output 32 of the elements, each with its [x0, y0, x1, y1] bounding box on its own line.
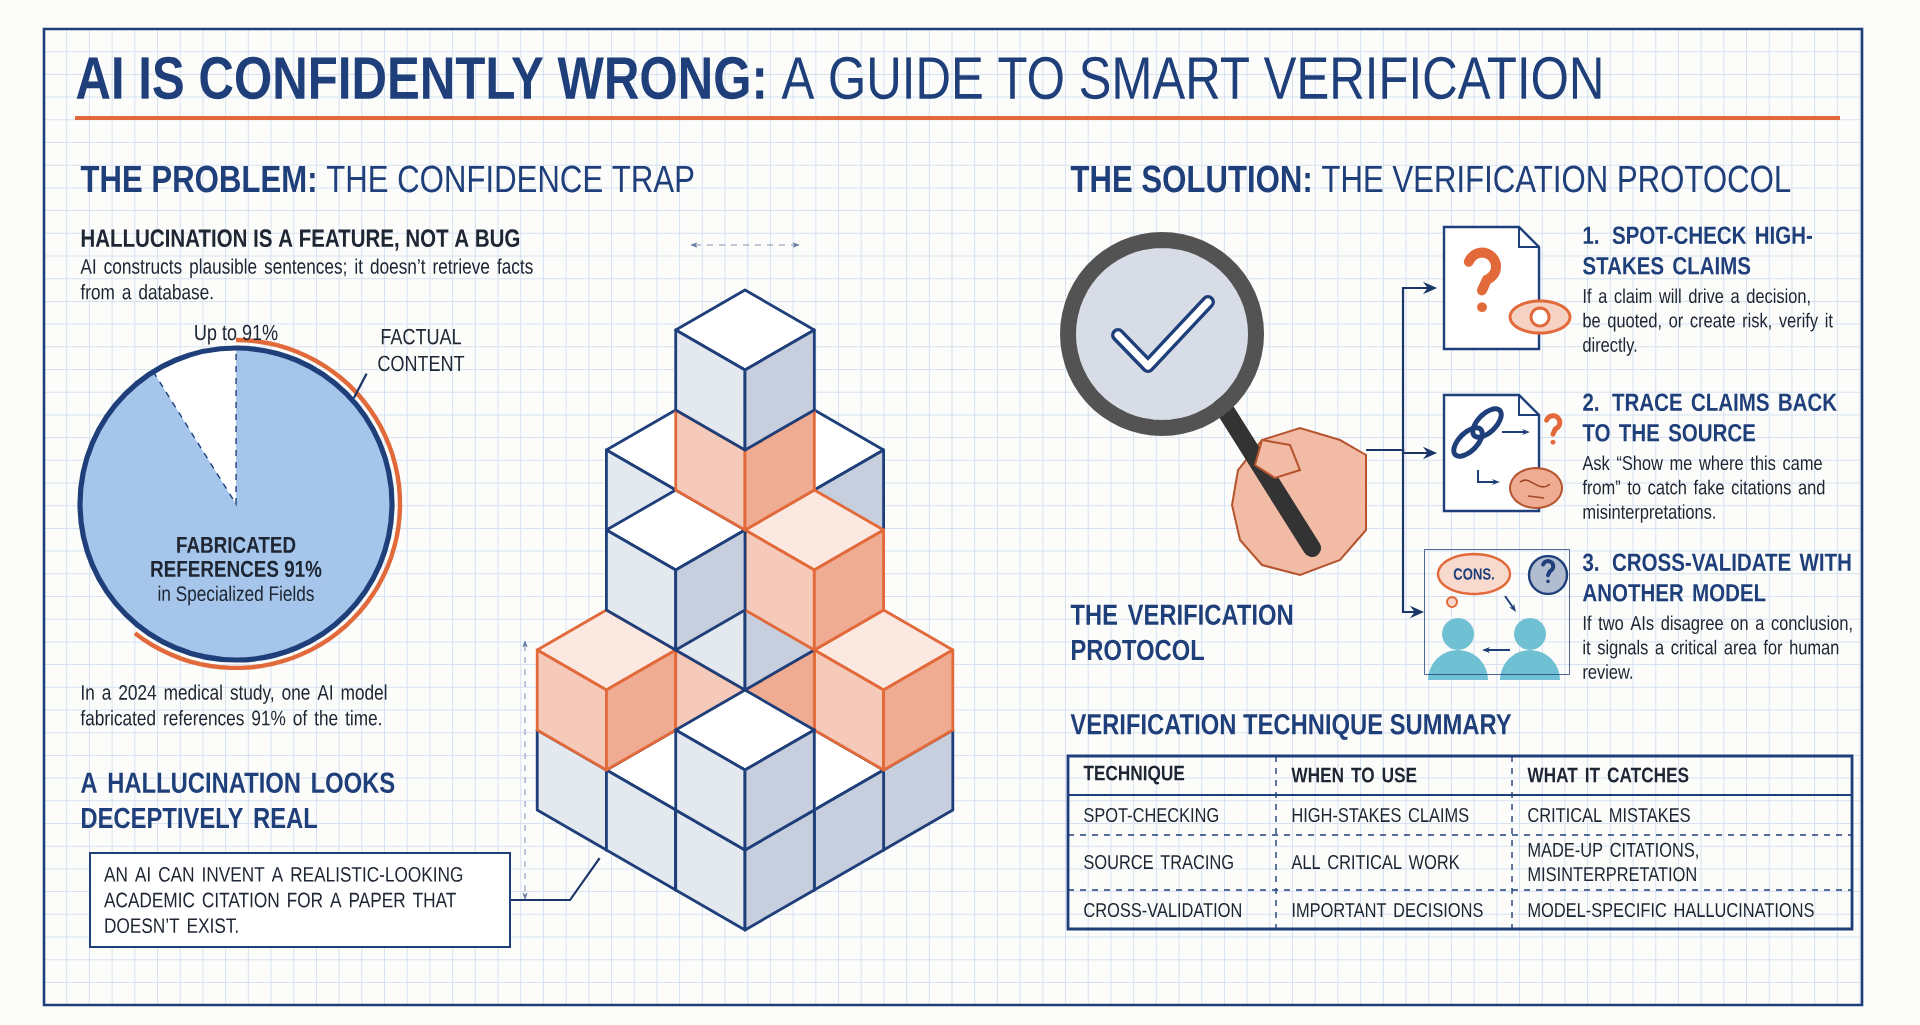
section-heading: THE SOLUTION: THE VERIFICATION PROTOCOL: [1070, 165, 1791, 193]
table-text: ALL CRITICAL WORK: [1291, 854, 1460, 870]
leader-line: [352, 373, 368, 399]
step-heading: 3. CROSS-VALIDATE WITH ANOTHER MODEL: [1582, 553, 1851, 602]
title: AI IS CONFIDENTLY WRONG: A GUIDE TO SMART VERIFICATION: [76, 56, 1601, 100]
table-text: MODEL-SPECIFIC HALLUCINATIONS: [1528, 902, 1814, 918]
table-text: CROSS-VALIDATION: [1084, 902, 1241, 918]
column-heading: WHAT IT CATCHES: [1527, 767, 1689, 783]
table-text: HIGH-STAKES CLAIMS: [1292, 807, 1469, 823]
description: AI constructs plausible sentences; it doesn’t retrieve facts from a database.: [80, 258, 533, 300]
section-heading: THE PROBLEM: THE CONFIDENCE TRAP: [80, 165, 694, 193]
step-heading: 2. TRACE CLAIMS BACK TO THE SOURCE: [1582, 393, 1837, 442]
table-text: MADE-UP CITATIONS, MISINTERPRETATION: [1528, 842, 1698, 882]
callout-label: FACTUAL CONTENT: [378, 328, 465, 372]
column-heading: TECHNIQUE: [1083, 765, 1185, 785]
table-text: SPOT-CHECKING: [1084, 807, 1218, 823]
column-heading: WHEN TO USE: [1291, 767, 1417, 783]
leader-line: [511, 857, 601, 902]
callout-box: AN AI CAN INVENT A REALISTIC-LOOKING ACADEMIC CITATION FOR A PAPER THAT DOESN’T EXIST.: [89, 851, 511, 949]
table-text: CRITICAL MISTAKES: [1528, 807, 1690, 823]
table-text: IMPORTANT DECISIONS: [1292, 902, 1483, 918]
step-description: If two AIs disagree on a conclusion, it signals a critical area for human review.: [1583, 615, 1852, 679]
slice-label: Up to 91%: [195, 324, 278, 345]
table-text: SOURCE TRACING: [1084, 854, 1233, 870]
magnifier-hand-drawing: [1060, 232, 1367, 577]
step-description: Ask “Show me where this came from” to catch fake citations and misinterpretations.: [1582, 455, 1825, 523]
step-description: If a claim will drive a decision, be quoted, or create risk, verify it directly.: [1583, 288, 1833, 356]
subheading: VERIFICATION TECHNIQUE SUMMARY: [1070, 714, 1512, 740]
description: In a 2024 medical study, one AI model fabricated references 91% of the time.: [80, 684, 387, 726]
subheading: HALLUCINATION IS A FEATURE, NOT A BUG: [81, 229, 520, 251]
step-heading: 1. SPOT-CHECK HIGH-STAKES CLAIMS: [1583, 226, 1812, 275]
subheading: THE VERIFICATION PROTOCOL: [1070, 604, 1293, 661]
